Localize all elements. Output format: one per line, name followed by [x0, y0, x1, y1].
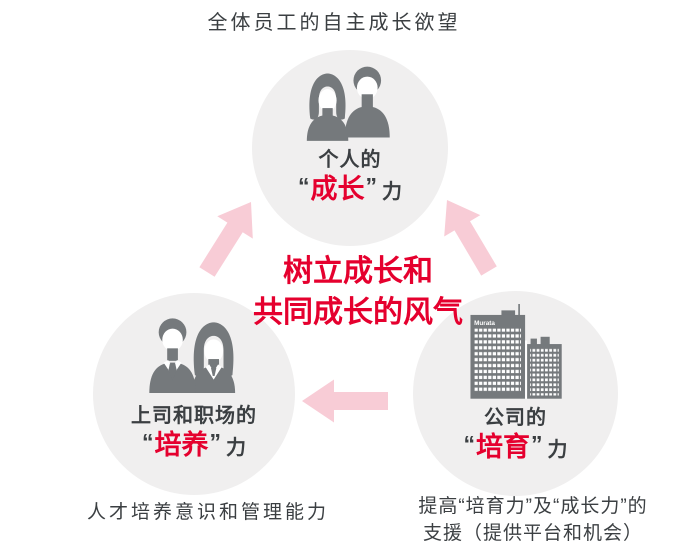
quote-close: ”	[531, 430, 543, 457]
power-suffix: 力	[226, 436, 246, 459]
node-power-label: “培养”力	[142, 428, 246, 465]
two-people-icon	[306, 66, 390, 141]
highlight-word: 成长	[310, 173, 365, 204]
caption-company-line2: 支援（提供平台和机会）	[422, 523, 643, 544]
caption-company: 提高“培育力”及“成长力”的 支援（提供平台和机会）	[378, 493, 688, 547]
node-supervisor-workplace: 上司和职场的 “培养”力	[93, 293, 295, 495]
quote-open: “	[142, 428, 154, 455]
arrow-right-to-top-icon	[444, 200, 497, 276]
arrow-right-to-left-icon	[302, 379, 388, 423]
center-message-line2: 共同成长的风气	[253, 296, 463, 329]
businessman-businesswoman-icon	[149, 318, 236, 394]
highlight-word: 培育	[476, 431, 530, 462]
center-message: 树立成长和 共同成长的风气	[228, 251, 488, 333]
node-title: 个人的	[318, 148, 382, 171]
caption-supervisor: 人才培养意识和管理能力	[86, 502, 329, 523]
arrow-left-to-top-icon	[199, 202, 253, 277]
node-title: 公司的	[484, 406, 547, 429]
node-power-label: “成长”力	[298, 172, 402, 209]
quote-close: ”	[365, 172, 378, 199]
building-sign: Murata	[474, 320, 495, 327]
node-company: Murata 公司的 “培育”力	[413, 291, 618, 496]
company-building-icon: Murata	[469, 304, 562, 399]
quote-open: “	[463, 430, 476, 457]
top-caption: 全体员工的自主成长欲望	[207, 12, 461, 34]
highlight-word: 培养	[154, 429, 209, 460]
node-title: 上司和职场的	[131, 404, 257, 427]
quote-close: ”	[209, 428, 222, 455]
node-individual-growth: 个人的 “成长”力	[252, 50, 448, 246]
center-message-line1: 树立成长和	[283, 255, 433, 288]
node-power-label: “培育”力	[463, 430, 568, 467]
power-suffix: 力	[382, 180, 402, 203]
caption-company-line1: 提高“培育力”及“成长力”的	[418, 496, 648, 517]
power-suffix: 力	[547, 438, 568, 461]
quote-open: “	[298, 172, 310, 199]
